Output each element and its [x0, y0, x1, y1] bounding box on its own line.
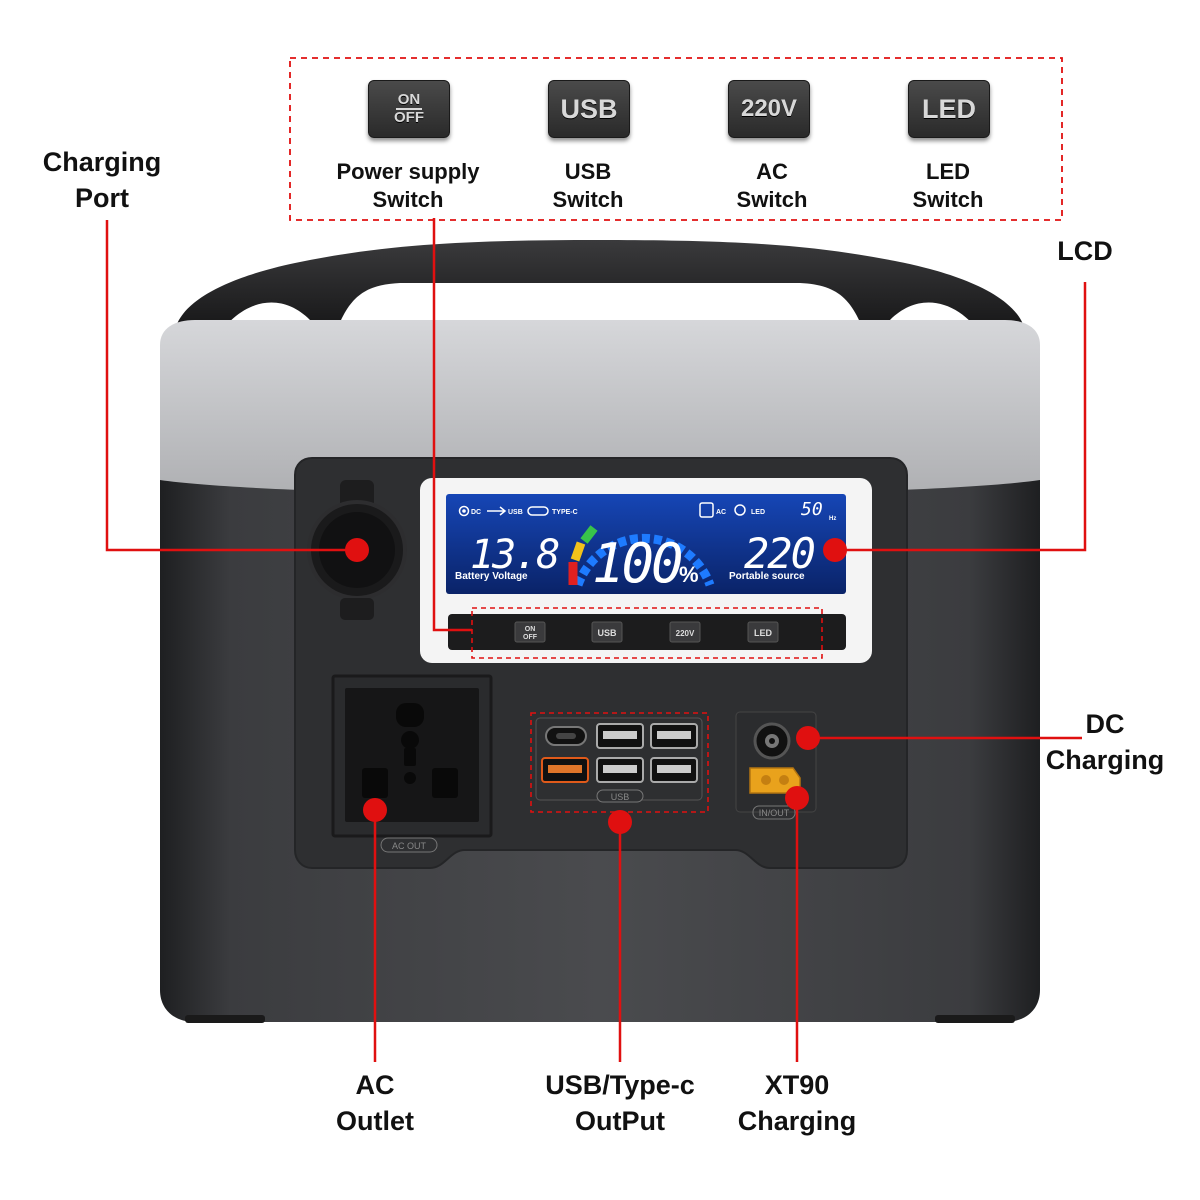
percent-sign: %	[679, 562, 699, 587]
panel-led-button-label: LED	[754, 628, 773, 638]
off-text: OFF	[394, 109, 424, 126]
panel-ac-button[interactable]: 220V	[669, 621, 701, 643]
lcd-icons-left: DC USB TYPE-C	[458, 505, 578, 517]
battery-percent-readout: 100	[592, 532, 681, 595]
ac-switch-label-line2: Switch	[736, 187, 808, 212]
battery-voltage-readout: 13.8	[470, 532, 558, 578]
led-switch-label-line1: LED	[926, 159, 970, 184]
panel-power-button-on: ON	[525, 626, 536, 633]
callout-lines	[105, 218, 1087, 1062]
charging-port-callout-line2: Port	[75, 183, 129, 213]
ac-switch-key[interactable]: 220V	[728, 80, 810, 138]
usb-switch-label-line1: USB	[564, 159, 612, 184]
panel-power-button-off: OFF	[523, 634, 538, 641]
ac-outlet-callout-line1: AC	[355, 1070, 395, 1100]
panel-usb-button[interactable]: USB	[591, 621, 623, 643]
xt90-callout-line1: XT90	[764, 1070, 830, 1100]
lcd-icons-right: AC LED	[699, 502, 765, 518]
ac-key-label: 220V	[740, 95, 798, 122]
lcd-typec-icon-label: TYPE-C	[552, 509, 578, 516]
dc-charging-callout: DC Charging	[1030, 706, 1180, 778]
callout-dots	[345, 538, 847, 834]
frequency-readout: 50	[801, 499, 823, 520]
portable-source-label: Portable source	[729, 571, 805, 582]
panel-led-button[interactable]: LED	[747, 621, 779, 643]
output-voltage-readout: 220	[744, 529, 815, 578]
lcd-usb-icon-label: USB	[508, 509, 523, 516]
led-key-label: LED	[922, 93, 976, 124]
ac-switch-label: AC Switch	[672, 158, 872, 214]
usb-switch-label: USB Switch	[488, 158, 688, 214]
lcd-gauge	[568, 525, 715, 587]
led-switch-label: LED Switch	[848, 158, 1048, 214]
lcd-callout: LCD	[1035, 233, 1135, 269]
on-text: ON	[395, 91, 423, 110]
power-switch-label-line1: Power supply	[336, 159, 480, 184]
led-switch-key[interactable]: LED	[908, 80, 990, 138]
panel-ac-button-label: 220V	[676, 629, 695, 638]
ac-outlet-callout-line2: Outlet	[336, 1106, 414, 1136]
power-switch-label-line2: Switch	[372, 187, 444, 212]
usb-label: USB	[611, 792, 630, 802]
lcd-screen	[446, 494, 846, 594]
usb-output-callout: USB/Type-c OutPut	[520, 1067, 720, 1139]
panel-buttons-highlight	[471, 607, 823, 659]
usb-switch-label-line2: Switch	[552, 187, 624, 212]
led-switch-label-line2: Switch	[912, 187, 984, 212]
dc-charging-callout-line1: DC	[1085, 709, 1125, 739]
usb-switch-key[interactable]: USB	[548, 80, 630, 138]
lcd-ac-icon-label: AC	[716, 509, 726, 516]
ac-out-label: AC OUT	[392, 841, 427, 851]
usb-port-group[interactable]: USB	[535, 717, 703, 803]
usb-output-callout-line1: USB/Type-c	[545, 1070, 695, 1100]
charging-port-callout: Charging Port	[2, 144, 202, 216]
lcd-dc-icon-label: DC	[471, 509, 481, 516]
power-switch-key[interactable]: ON OFF	[368, 80, 450, 138]
frequency-unit: Hz	[829, 516, 836, 522]
usb-key-label: USB	[560, 93, 618, 124]
panel-usb-button-label: USB	[597, 628, 617, 638]
ac-outlet[interactable]: AC OUT	[331, 674, 493, 853]
battery-voltage-label: Battery Voltage	[455, 571, 528, 582]
lcd-led-icon-label: LED	[751, 509, 765, 516]
switch-legend-box	[289, 57, 1063, 221]
dc-charging-callout-line2: Charging	[1045, 745, 1165, 775]
ac-switch-label-line1: AC	[756, 159, 788, 184]
lcd-callout-text: LCD	[1057, 236, 1113, 266]
in-out-label: IN/OUT	[759, 808, 790, 818]
charging-port-callout-line1: Charging	[42, 147, 162, 177]
xt90-callout-line2: Charging	[737, 1106, 857, 1136]
power-switch-label: Power supply Switch	[308, 158, 508, 214]
ac-outlet-callout: AC Outlet	[295, 1067, 455, 1139]
usb-output-callout-line2: OutPut	[575, 1106, 665, 1136]
button-strip	[448, 614, 846, 650]
xt90-callout: XT90 Charging	[717, 1067, 877, 1139]
